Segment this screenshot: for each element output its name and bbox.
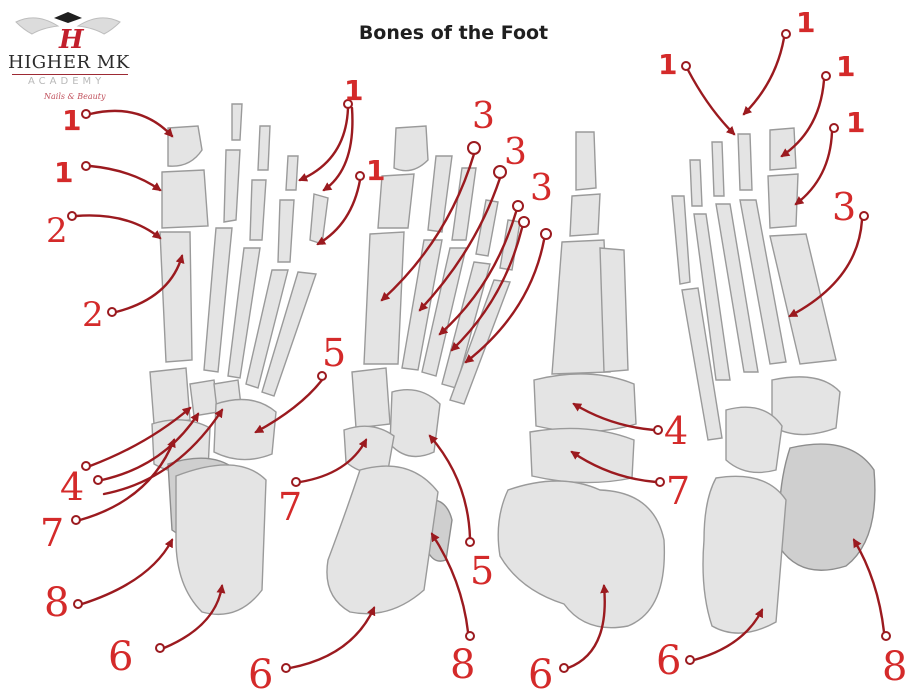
toe3-phalanx-4: [712, 142, 724, 196]
leader-dot: [822, 72, 830, 80]
big-toe-distal-phalanx: [168, 126, 202, 166]
label-1: 1: [658, 48, 677, 81]
label-2: 2: [46, 211, 68, 251]
label-4: 4: [664, 409, 688, 453]
leader-line-1-v4b: [744, 38, 784, 114]
toe5-phalanx-4: [672, 196, 690, 284]
label-4: 4: [60, 465, 84, 509]
toe3-phalanx: [258, 126, 270, 170]
leader-dot: [830, 124, 838, 132]
toe2-phalanx-2: [428, 156, 452, 232]
label-1: 1: [54, 156, 73, 189]
label-3: 3: [472, 96, 495, 137]
big-toe-proximal-phalanx-4: [768, 174, 798, 228]
label-1: 1: [344, 74, 363, 107]
label-8: 8: [450, 642, 475, 688]
label-8: 8: [44, 580, 69, 626]
toe2-phalanx-4: [738, 134, 752, 190]
talus-calcaneus-2: [327, 466, 438, 614]
label-3: 3: [530, 168, 553, 209]
leader-line-1-v4d: [796, 132, 832, 204]
toe4-phalanx-4: [690, 160, 702, 206]
leader-dot: [466, 538, 474, 546]
leader-line-1a: [90, 111, 172, 136]
calcaneus-talus-side: [498, 481, 664, 628]
toe5-phalanx: [310, 194, 328, 244]
leader-dot: [541, 229, 551, 239]
leader-line-1c: [300, 108, 348, 180]
label-7: 7: [278, 485, 302, 529]
leader-line-6-v2: [290, 608, 374, 668]
label-6: 6: [248, 652, 273, 694]
leader-line-1-v4a: [688, 70, 734, 134]
leader-dot: [860, 212, 868, 220]
leader-dot: [682, 62, 690, 70]
label-2: 2: [82, 295, 104, 335]
proximal-phalanx-side: [570, 194, 600, 236]
leader-line-1b: [90, 166, 160, 190]
cuboid-4: [726, 407, 782, 472]
big-toe-proximal-phalanx: [162, 170, 208, 228]
toe2-middle-phalanx: [224, 150, 240, 222]
label-7: 7: [40, 511, 64, 555]
phalanx-side: [576, 132, 596, 190]
leader-dot: [466, 632, 474, 640]
second-metatarsal: [204, 228, 232, 372]
medial-cuneiform-2: [352, 368, 390, 428]
medial-cuneiform: [150, 368, 190, 424]
leader-dot: [356, 172, 364, 180]
big-toe-distal-phalanx-2: [394, 126, 428, 171]
toe4-proximal-phalanx: [278, 200, 294, 262]
lateral-cuneiform-2: [390, 390, 440, 457]
cuboid: [214, 400, 276, 460]
leader-dot: [519, 217, 529, 227]
toe2-distal-phalanx: [232, 104, 242, 140]
label-6: 6: [108, 634, 133, 680]
label-3: 3: [832, 185, 856, 229]
label-1: 1: [366, 154, 385, 187]
label-1: 1: [846, 106, 865, 139]
label-1: 1: [62, 104, 81, 137]
first-metatarsal: [160, 232, 192, 362]
leader-dot: [468, 142, 480, 154]
label-7: 7: [666, 469, 690, 513]
leader-line-8: [82, 540, 172, 604]
label-1: 1: [836, 50, 855, 83]
label-5: 5: [470, 549, 494, 593]
lateral-metatarsals-side: [600, 248, 628, 372]
label-6: 6: [656, 638, 681, 684]
label-3: 3: [504, 132, 527, 173]
leader-dot: [782, 30, 790, 38]
label-8: 8: [882, 644, 907, 690]
calcaneus-4: [703, 476, 786, 633]
label-1: 1: [796, 6, 815, 39]
leader-dot: [513, 201, 523, 211]
leader-dot: [882, 632, 890, 640]
toe3-proximal-phalanx: [250, 180, 266, 240]
toe4-phalanx: [286, 156, 298, 190]
label-6: 6: [528, 652, 553, 694]
leader-line-2a: [76, 215, 160, 238]
label-5: 5: [322, 331, 346, 375]
